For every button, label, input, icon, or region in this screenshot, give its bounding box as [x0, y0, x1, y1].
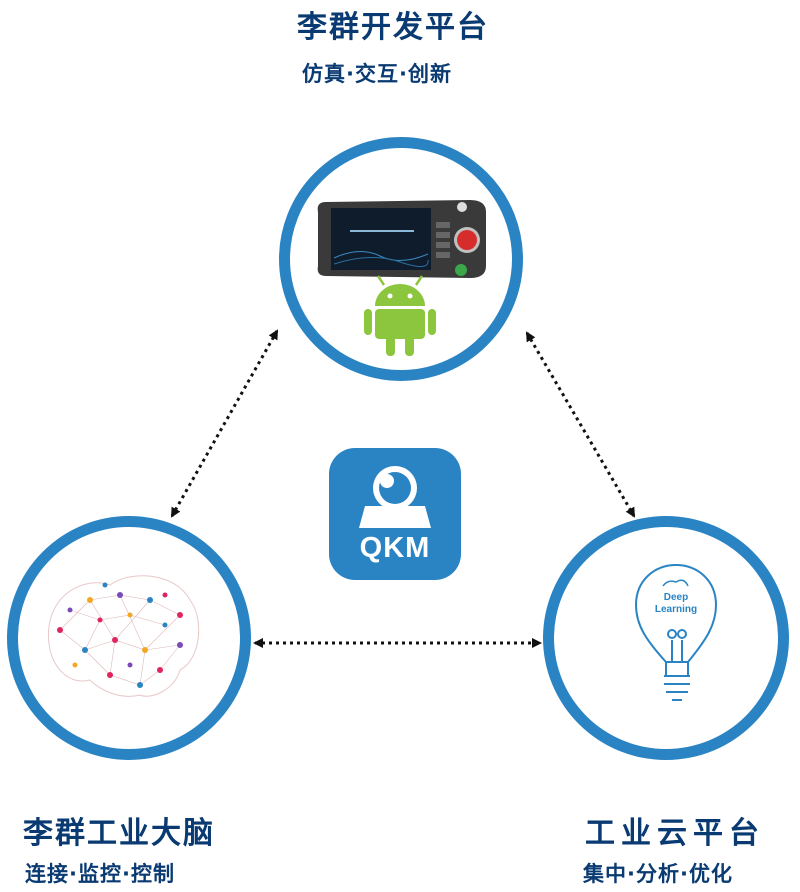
qkm-logo-icon: QKM [329, 448, 461, 580]
right-node-title: 工业云平台 [585, 816, 765, 851]
android-icon [364, 275, 436, 356]
qkm-logo-text: QKM [359, 532, 431, 564]
teach-pendant-icon [317, 200, 486, 278]
top-node-title: 李群开发平台 [297, 10, 489, 45]
bulb-label: Deep Learning [648, 592, 704, 616]
qkm-logo-mark [359, 466, 431, 528]
left-node-ring [7, 516, 251, 760]
bulb-label-line2: Learning [654, 604, 698, 615]
left-node-title: 李群工业大脑 [23, 816, 215, 851]
right-node-ring [543, 516, 789, 760]
lightbulb-icon [634, 563, 718, 701]
right-node-subtitle: 集中·分析·优化 [583, 862, 733, 886]
arrow-top-right [525, 331, 636, 518]
bulb-label-line1: Deep [663, 592, 689, 603]
top-node-subtitle: 仿真·交互·创新 [302, 62, 452, 86]
brain-network-icon [48, 575, 200, 697]
arrow-top-left [170, 329, 279, 518]
left-node-subtitle: 连接·监控·控制 [25, 862, 175, 886]
